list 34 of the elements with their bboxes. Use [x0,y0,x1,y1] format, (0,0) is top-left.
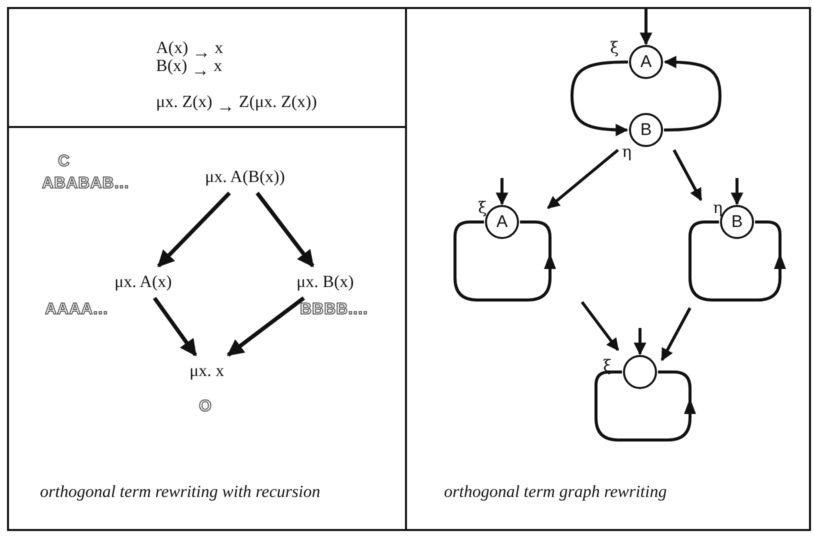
loop-arrow [570,60,628,136]
arrow [640,8,652,46]
outline-text: AAAA... [45,301,108,319]
outline-text: ABABAB... [42,175,130,193]
arrow [226,296,305,357]
arrow [157,192,231,268]
graph-node-circle: A [485,205,519,239]
node-tag: η [622,142,632,161]
term-label: μx. B(x) [294,272,356,292]
term-label: μx. A(x) [112,272,174,292]
graph-node-circle: A [629,45,663,79]
arrow [547,148,619,210]
outline-text: O [199,398,212,416]
term-label: μx. x [188,361,226,381]
outline-text: C [58,153,70,171]
graph-node-circle: B [629,113,663,147]
node-tag: η [713,198,723,217]
arrow [580,301,620,351]
arrow [152,296,198,356]
arrow [660,307,692,362]
caption: orthogonal term rewriting with recursion [40,482,320,502]
arrow [496,178,508,206]
loop-arrow [664,56,722,132]
graph-node-circle: B [720,205,754,239]
node-tag: ξ [478,198,487,217]
node-tag: ξ [610,38,619,57]
graph-node-circle [623,355,657,389]
arrow [672,149,702,202]
arrow [256,192,314,268]
outline-text: BBBB.... [300,301,368,319]
term-label: μx. A(B(x)) [203,167,287,187]
caption: orthogonal term graph rewriting [444,482,667,502]
arrow [730,178,744,206]
arrow [634,328,646,356]
